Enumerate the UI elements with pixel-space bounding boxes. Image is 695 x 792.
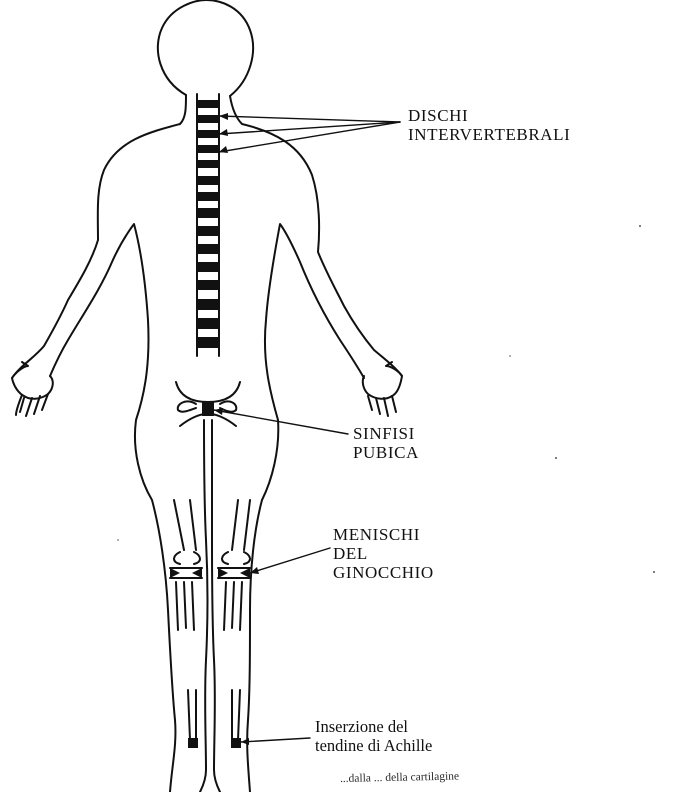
label-pubic-symphysis: SINFISI PUBICA — [353, 424, 419, 462]
intervertebral-discs — [197, 100, 219, 348]
disc-pointer-line — [219, 122, 400, 152]
arrowhead — [241, 738, 249, 745]
disc — [197, 115, 219, 123]
pointer-arrowheads — [214, 113, 259, 745]
label-line: tendine di Achille — [315, 736, 432, 755]
disc — [197, 130, 219, 138]
left-tibia-fibula — [176, 582, 194, 630]
label-line: MENISCHI — [333, 525, 420, 544]
label-line: DEL — [333, 544, 368, 563]
right-meniscus — [218, 568, 250, 578]
disc — [197, 280, 219, 290]
disc — [197, 208, 219, 218]
disc — [197, 160, 219, 168]
left-hand — [12, 362, 53, 399]
left-meniscus — [170, 568, 202, 578]
label-achilles-insertion: Inserzione del tendine di Achille — [315, 717, 432, 755]
pelvis-outline — [176, 382, 240, 402]
inner-right-leg — [212, 420, 220, 792]
disc — [197, 318, 219, 329]
label-line: SINFISI — [353, 424, 415, 443]
disc — [197, 100, 219, 108]
pelvis-left-curl — [178, 402, 196, 412]
disc — [197, 226, 219, 236]
label-intervertebral-discs: DISCHI INTERVERTEBRALI — [408, 106, 570, 144]
arrowhead — [219, 146, 228, 153]
disc-pointer-line — [219, 122, 400, 134]
right-tibia-fibula — [224, 582, 242, 630]
label-line: DISCHI — [408, 106, 468, 125]
arrowhead — [219, 113, 228, 120]
label-line: PUBICA — [353, 443, 419, 462]
menisci-pointer-line — [250, 548, 330, 573]
left-achilles-tendon — [188, 690, 196, 740]
arrowhead — [219, 129, 228, 136]
left-femur — [174, 500, 200, 564]
left-body-silhouette — [12, 95, 186, 792]
label-line: INTERVERTEBRALI — [408, 125, 570, 144]
disc — [197, 337, 219, 348]
caption-fragment: ...dalla ... della cartilagine — [340, 771, 459, 785]
disc — [197, 244, 219, 254]
disc — [197, 192, 219, 201]
disc-pointer-line — [219, 116, 400, 122]
achilles-pointer-line — [241, 738, 310, 742]
right-achilles-insertion — [231, 738, 241, 748]
label-line: GINOCCHIO — [333, 563, 434, 582]
left-achilles-insertion — [188, 738, 198, 748]
disc — [197, 145, 219, 153]
disc — [197, 176, 219, 185]
right-femur — [222, 500, 250, 564]
pubic-symphysis — [202, 402, 214, 416]
symphysis-pointer-line — [214, 410, 348, 434]
label-line: Inserzione del — [315, 717, 408, 736]
label-knee-menisci: MENISCHI DEL GINOCCHIO — [333, 525, 434, 582]
right-hand — [363, 362, 402, 399]
right-achilles-tendon — [232, 690, 240, 740]
head-outline — [158, 0, 253, 96]
inner-left-leg — [200, 420, 208, 792]
disc — [197, 262, 219, 272]
disc — [197, 299, 219, 310]
